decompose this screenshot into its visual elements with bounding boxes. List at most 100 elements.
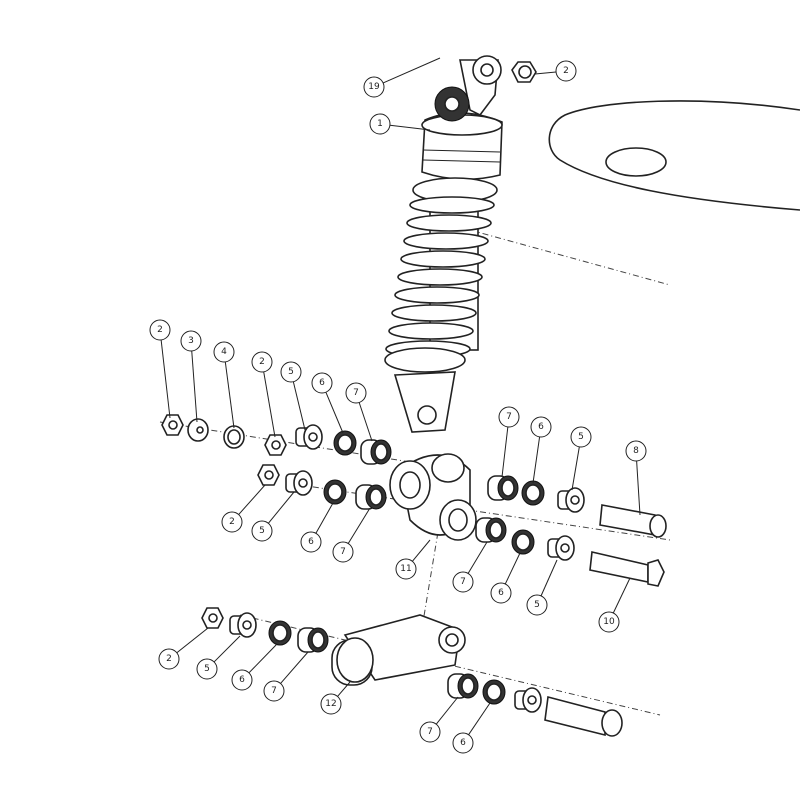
bolt-10 bbox=[589, 551, 665, 587]
callout-label: 11 bbox=[400, 564, 411, 574]
callout-label: 6 bbox=[460, 738, 466, 748]
flange-nut bbox=[511, 61, 537, 83]
bushing bbox=[295, 424, 323, 450]
callout-2: 2 bbox=[158, 627, 209, 670]
callout-2: 2 bbox=[534, 60, 577, 82]
callout-5: 5 bbox=[280, 361, 306, 431]
callout-circle bbox=[213, 341, 235, 363]
callout-circle bbox=[231, 669, 253, 691]
callout-label: 7 bbox=[340, 547, 346, 557]
leader-line bbox=[534, 71, 557, 75]
leader-line bbox=[267, 491, 295, 524]
bushing bbox=[285, 470, 313, 496]
callout-circle bbox=[625, 440, 647, 462]
leader-line bbox=[467, 541, 488, 574]
needle-bearing bbox=[355, 484, 387, 510]
leader-line bbox=[532, 436, 541, 484]
leader-line bbox=[382, 57, 441, 84]
spacer-ring bbox=[223, 425, 245, 449]
callout-6: 6 bbox=[452, 702, 491, 754]
dog-bone-link bbox=[331, 614, 466, 686]
callout-label: 5 bbox=[204, 664, 210, 674]
leader-line bbox=[292, 381, 306, 431]
callout-2: 2 bbox=[221, 484, 266, 533]
seal-ring bbox=[268, 620, 292, 646]
hex-nut bbox=[201, 607, 224, 629]
callout-circle bbox=[280, 361, 302, 383]
bushing bbox=[514, 687, 542, 713]
leader-line bbox=[571, 446, 580, 491]
callout-circle bbox=[452, 732, 474, 754]
callout-circle bbox=[300, 531, 322, 553]
callout-label: 7 bbox=[271, 686, 277, 696]
callout-7: 7 bbox=[419, 696, 459, 743]
callout-label: 6 bbox=[538, 422, 544, 432]
frame-plate bbox=[548, 100, 800, 211]
callout-label: 4 bbox=[221, 347, 227, 357]
callout-circle bbox=[598, 611, 620, 633]
hex-nut bbox=[161, 414, 184, 436]
spring-coil bbox=[400, 250, 486, 268]
seal-ring bbox=[333, 430, 357, 456]
callout-5: 5 bbox=[196, 635, 241, 680]
callout-label: 6 bbox=[319, 378, 325, 388]
bushing bbox=[229, 612, 257, 638]
callout-label: 19 bbox=[368, 82, 380, 92]
callout-label: 6 bbox=[498, 588, 504, 598]
callout-7: 7 bbox=[498, 406, 520, 478]
callout-circle bbox=[555, 60, 577, 82]
callout-8: 8 bbox=[625, 440, 647, 516]
callout-label: 2 bbox=[157, 325, 163, 335]
callout-label: 6 bbox=[308, 537, 314, 547]
callout-3: 3 bbox=[180, 330, 202, 423]
callout-label: 10 bbox=[603, 617, 615, 627]
callout-label: 7 bbox=[353, 388, 359, 398]
needle-bearing bbox=[297, 627, 329, 653]
leader-line bbox=[411, 539, 431, 562]
callout-label: 7 bbox=[427, 727, 433, 737]
bushing bbox=[557, 487, 585, 513]
leader-line bbox=[160, 339, 171, 419]
callout-circle bbox=[251, 351, 273, 373]
callout-label: 5 bbox=[534, 600, 540, 610]
bolt-8 bbox=[599, 504, 667, 538]
seal-ring bbox=[323, 479, 347, 505]
needle-bearing bbox=[475, 517, 507, 543]
callout-label: 5 bbox=[288, 367, 294, 377]
callout-6: 6 bbox=[490, 552, 521, 604]
callout-5: 5 bbox=[251, 491, 295, 542]
leader-line bbox=[224, 361, 235, 429]
spring-coil bbox=[403, 232, 489, 250]
leader-line bbox=[435, 696, 459, 725]
callout-circle bbox=[158, 648, 180, 670]
bushing bbox=[547, 535, 575, 561]
hex-nut bbox=[257, 464, 280, 486]
bolt-bottom bbox=[544, 695, 623, 737]
spring-coil bbox=[388, 322, 474, 340]
leader-line bbox=[358, 402, 373, 442]
needle-bearing bbox=[360, 439, 392, 465]
assembly-axes bbox=[159, 229, 671, 716]
callout-circle bbox=[395, 558, 417, 580]
callout-19: 19 bbox=[363, 57, 441, 98]
leader-line bbox=[248, 643, 278, 674]
frame-hole bbox=[605, 147, 667, 177]
leader-line bbox=[468, 702, 491, 735]
callout-label: 3 bbox=[188, 336, 194, 346]
leader-line bbox=[636, 460, 641, 516]
leader-line bbox=[504, 552, 521, 585]
callout-6: 6 bbox=[311, 372, 344, 434]
leader-line bbox=[238, 484, 266, 515]
callout-circle bbox=[320, 693, 342, 715]
callout-circle bbox=[419, 721, 441, 743]
callout-circle bbox=[530, 416, 552, 438]
callout-circle bbox=[526, 594, 548, 616]
spring-coil bbox=[391, 304, 477, 322]
leader-line bbox=[347, 507, 371, 544]
callout-label: 1 bbox=[377, 119, 383, 129]
callout-label: 5 bbox=[259, 526, 265, 536]
spring-coil bbox=[394, 286, 480, 304]
callout-circle bbox=[251, 520, 273, 542]
callout-10: 10 bbox=[598, 577, 631, 633]
